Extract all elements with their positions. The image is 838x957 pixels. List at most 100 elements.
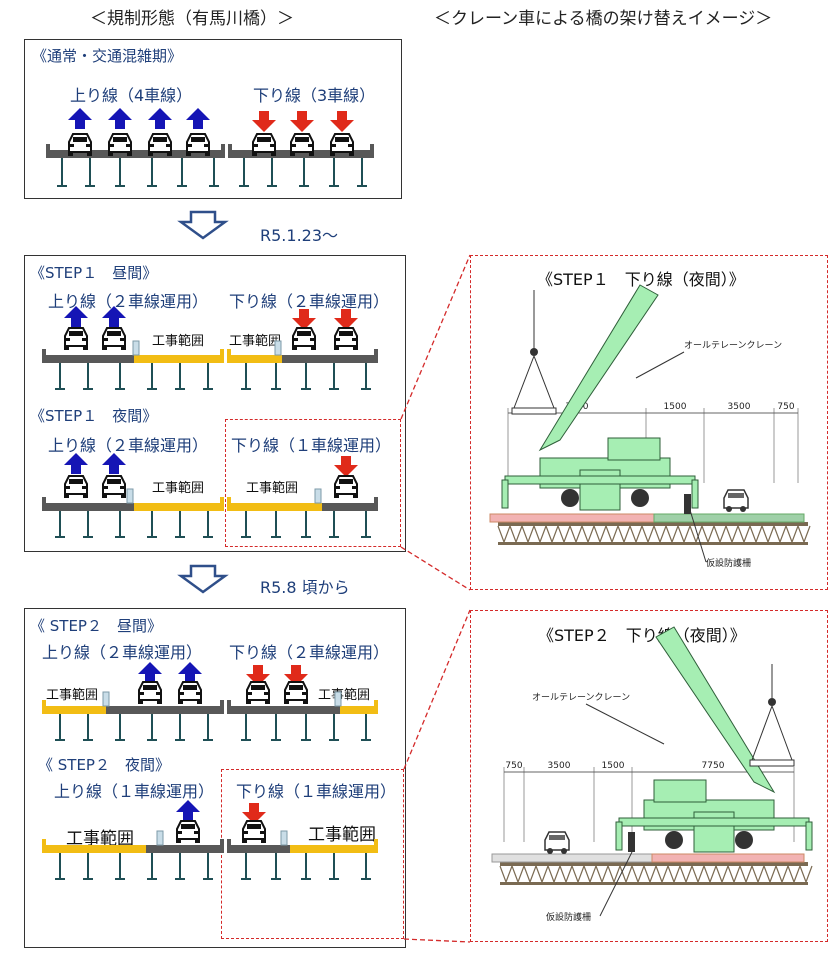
up-arrow-icon — [148, 108, 172, 129]
connector-line — [400, 546, 471, 591]
up-arrow-icon — [68, 108, 92, 129]
hook — [768, 698, 776, 706]
girder — [498, 522, 808, 526]
crane-panel-step2 — [470, 610, 828, 942]
car-icon — [63, 475, 89, 499]
work-area-label: 工事範囲 — [152, 334, 205, 349]
truss — [499, 865, 813, 884]
work-area-label: 工事範囲 — [66, 829, 134, 849]
barrier — [684, 494, 691, 514]
fence-label: 仮設防護柵 — [706, 557, 751, 569]
road-deck — [229, 845, 290, 853]
work-deck — [229, 503, 322, 511]
up-arrow-icon — [108, 108, 132, 129]
work-deck — [44, 706, 106, 714]
car-icon — [147, 133, 173, 157]
deck-end — [374, 497, 378, 511]
work-deck — [340, 706, 376, 714]
dimension-value: 750 — [777, 402, 794, 412]
deck-end — [227, 839, 231, 853]
outrigger — [618, 817, 810, 827]
section-title: 《 STEP２ 夜間》 — [38, 756, 170, 774]
dimension-value: 3500 — [548, 761, 571, 771]
crane-icon — [501, 284, 699, 511]
work-area-label: 工事範囲 — [308, 825, 376, 845]
car-icon — [185, 133, 211, 157]
wheel — [665, 831, 683, 849]
hook — [530, 348, 538, 356]
down-lane-label: 下り線（１車線運用） — [231, 436, 392, 455]
section-title: 《STEP１ 昼間》 — [30, 264, 158, 282]
deck-end — [42, 839, 46, 853]
crane-label: オールテレーンクレーン — [684, 340, 782, 351]
leader-line — [689, 509, 707, 563]
crane-label: オールテレーンクレーン — [532, 692, 630, 703]
car-icon — [175, 820, 201, 844]
road-deck — [322, 503, 376, 511]
leader-line — [599, 851, 633, 917]
barrier — [102, 691, 110, 707]
down-arrow-icon — [292, 309, 316, 330]
down-lane-label: 下り線（１車線運用） — [236, 782, 397, 801]
up-arrow-icon — [186, 108, 210, 129]
dimension-value: 750 — [505, 761, 522, 771]
crane-cab — [653, 779, 707, 803]
new-girder — [651, 853, 805, 863]
road-deck — [44, 503, 134, 511]
deck-end — [42, 349, 46, 363]
deck-end — [227, 497, 231, 511]
barrier — [274, 340, 282, 356]
road-slab — [653, 513, 805, 523]
car-icon — [63, 327, 89, 351]
crane-cab — [607, 437, 661, 461]
dimension-value: 1500 — [664, 402, 687, 412]
barrier — [132, 340, 140, 356]
dimension-value: 7750 — [702, 761, 725, 771]
step1-box — [24, 255, 406, 552]
sling — [751, 705, 793, 761]
outrigger-leg — [615, 821, 623, 851]
car-icon — [241, 820, 267, 844]
period-label: R5.8 頃から — [260, 578, 350, 597]
down-lane-label: 下り線（3車線） — [253, 86, 376, 105]
right-header: ＜クレーン車による橋の架け替えイメージ＞ — [434, 9, 773, 29]
deck-end — [227, 700, 231, 714]
down-lane-label: 下り線（２車線運用） — [229, 292, 390, 311]
outrigger-leg — [501, 479, 509, 509]
highlight-frame — [225, 419, 401, 547]
work-area-label: 工事範囲 — [229, 334, 282, 349]
deck-end — [370, 144, 374, 158]
section-title: 《 STEP２ 昼間》 — [30, 617, 162, 635]
up-arrow-icon — [138, 662, 162, 683]
up-lane-label: 上り線（２車線運用） — [48, 292, 209, 311]
deck-end — [46, 144, 50, 158]
fence-label: 仮設防護柵 — [546, 911, 591, 923]
leader-line — [635, 351, 685, 379]
section-title: 《通常・交通混雑期》 — [32, 47, 183, 65]
deck-end — [42, 700, 46, 714]
connector-line — [403, 609, 471, 770]
deck-end — [220, 349, 224, 363]
step2-box — [24, 608, 406, 948]
car-icon — [251, 133, 277, 157]
up-lane-label: 上り線（２車線運用） — [48, 436, 209, 455]
down-lane-label: 下り線（２車線運用） — [229, 643, 390, 662]
deck-end — [42, 497, 46, 511]
connector-line — [400, 254, 471, 420]
work-deck — [134, 355, 222, 363]
car-icon — [723, 489, 749, 513]
deck-end — [220, 497, 224, 511]
down-arrow-icon — [252, 111, 276, 132]
work-deck — [290, 845, 376, 853]
car-icon — [289, 133, 315, 157]
up-arrow-icon — [64, 306, 88, 327]
barrier — [314, 488, 322, 504]
girder — [500, 862, 808, 866]
up-arrow-icon — [102, 453, 126, 474]
left-header: ＜規制形態（有馬川橋）＞ — [90, 9, 294, 29]
car-icon — [107, 133, 133, 157]
crane-boom — [538, 284, 659, 452]
up-lane-label: 上り線（２車線運用） — [42, 643, 203, 662]
period-label: R5.1.23〜 — [260, 226, 339, 245]
